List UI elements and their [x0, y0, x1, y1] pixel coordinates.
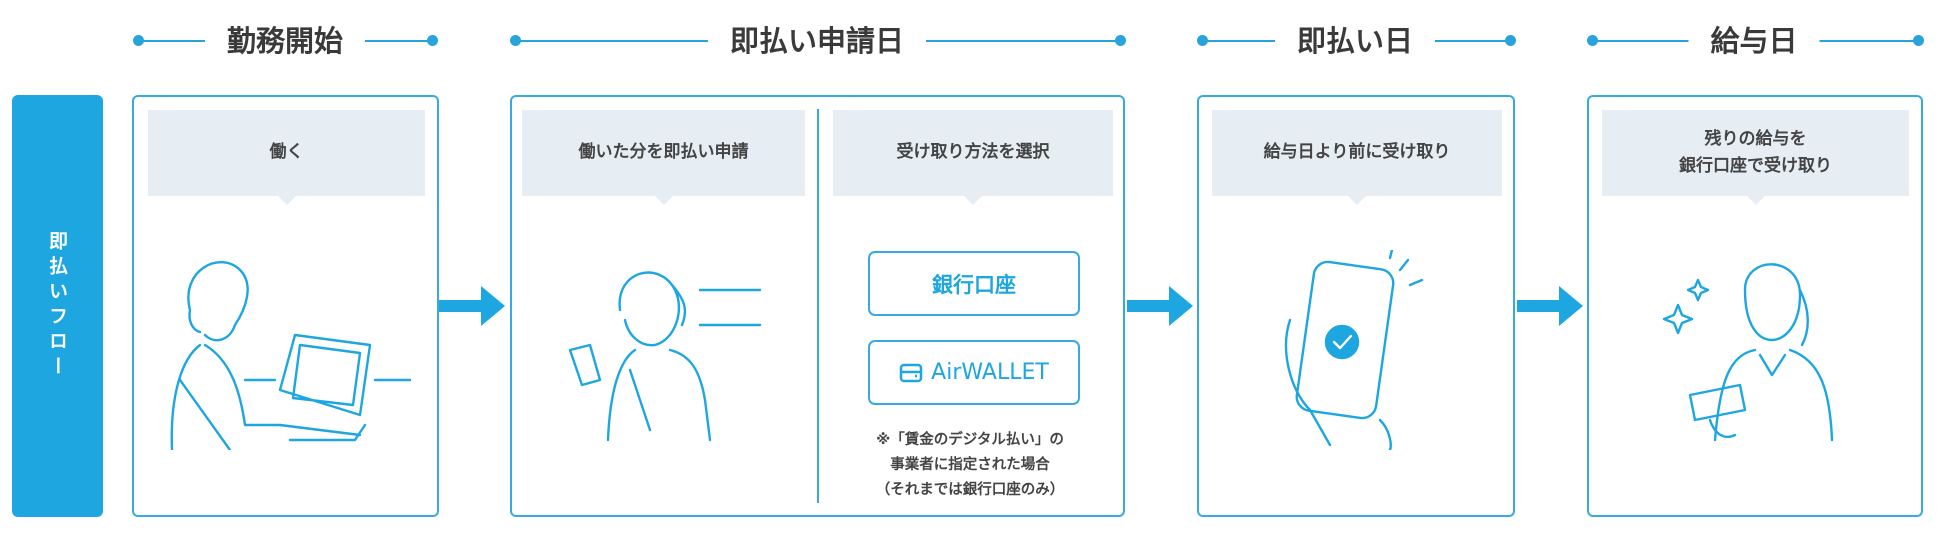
timeline-step-payday: 給与日	[1688, 18, 1820, 60]
timeline-dot	[1587, 35, 1598, 46]
timeline-dot	[133, 35, 144, 46]
timeline-dot	[427, 35, 438, 46]
option-airwallet: AirWALLET	[868, 340, 1080, 405]
card-header: 受け取り方法を選択	[833, 110, 1113, 205]
airwallet-label: AirWALLET	[931, 360, 1049, 385]
arrow-right-icon	[439, 286, 505, 326]
note-line: （それまでは銀行口座のみ）	[875, 482, 1065, 498]
header-line: 残りの給与を	[1704, 128, 1807, 149]
card-header: 働いた分を即払い申請	[522, 110, 805, 205]
arrow-right-icon	[1517, 286, 1583, 326]
card-header: 働く	[148, 110, 425, 205]
timeline-dot	[1197, 35, 1208, 46]
person-card-illustration	[1662, 263, 1834, 442]
timeline-dot	[1115, 35, 1126, 46]
timeline-step-start: 勤務開始	[204, 18, 366, 60]
smartphone-check-illustration	[1284, 250, 1424, 450]
card-header: 給与日より前に受け取り	[1212, 110, 1502, 205]
timeline-dot	[510, 35, 521, 46]
person-smartphone-illustration	[568, 271, 762, 442]
timeline-dot	[1913, 35, 1924, 46]
arrow-right-icon	[1127, 286, 1193, 326]
note-line: 事業者に指定された場合	[890, 457, 1050, 473]
card-divider	[817, 109, 819, 503]
option-bank-account: 銀行口座	[868, 251, 1080, 316]
flow-label: 即払いフロー	[12, 95, 103, 517]
card-header: 残りの給与を 銀行口座で受け取り	[1602, 110, 1909, 205]
header-line: 銀行口座で受け取り	[1679, 156, 1832, 176]
card-payday: 残りの給与を 銀行口座で受け取り	[1587, 95, 1923, 517]
note-line: ※「賃金のデジタル払い」の	[876, 432, 1064, 448]
flow-label-text: 即払いフロー	[46, 231, 68, 381]
person-laptop-illustration	[170, 260, 412, 450]
card-work: 働く	[132, 95, 439, 517]
wallet-icon	[899, 363, 923, 382]
timeline-step-payout: 即払い日	[1274, 18, 1436, 60]
card-receive: 給与日より前に受け取り	[1197, 95, 1515, 517]
timeline-dot	[1505, 35, 1516, 46]
timeline-step-apply: 即払い申請日	[707, 18, 927, 60]
digital-pay-note: ※「賃金のデジタル払い」の 事業者に指定された場合 （それまでは銀行口座のみ）	[840, 428, 1100, 503]
